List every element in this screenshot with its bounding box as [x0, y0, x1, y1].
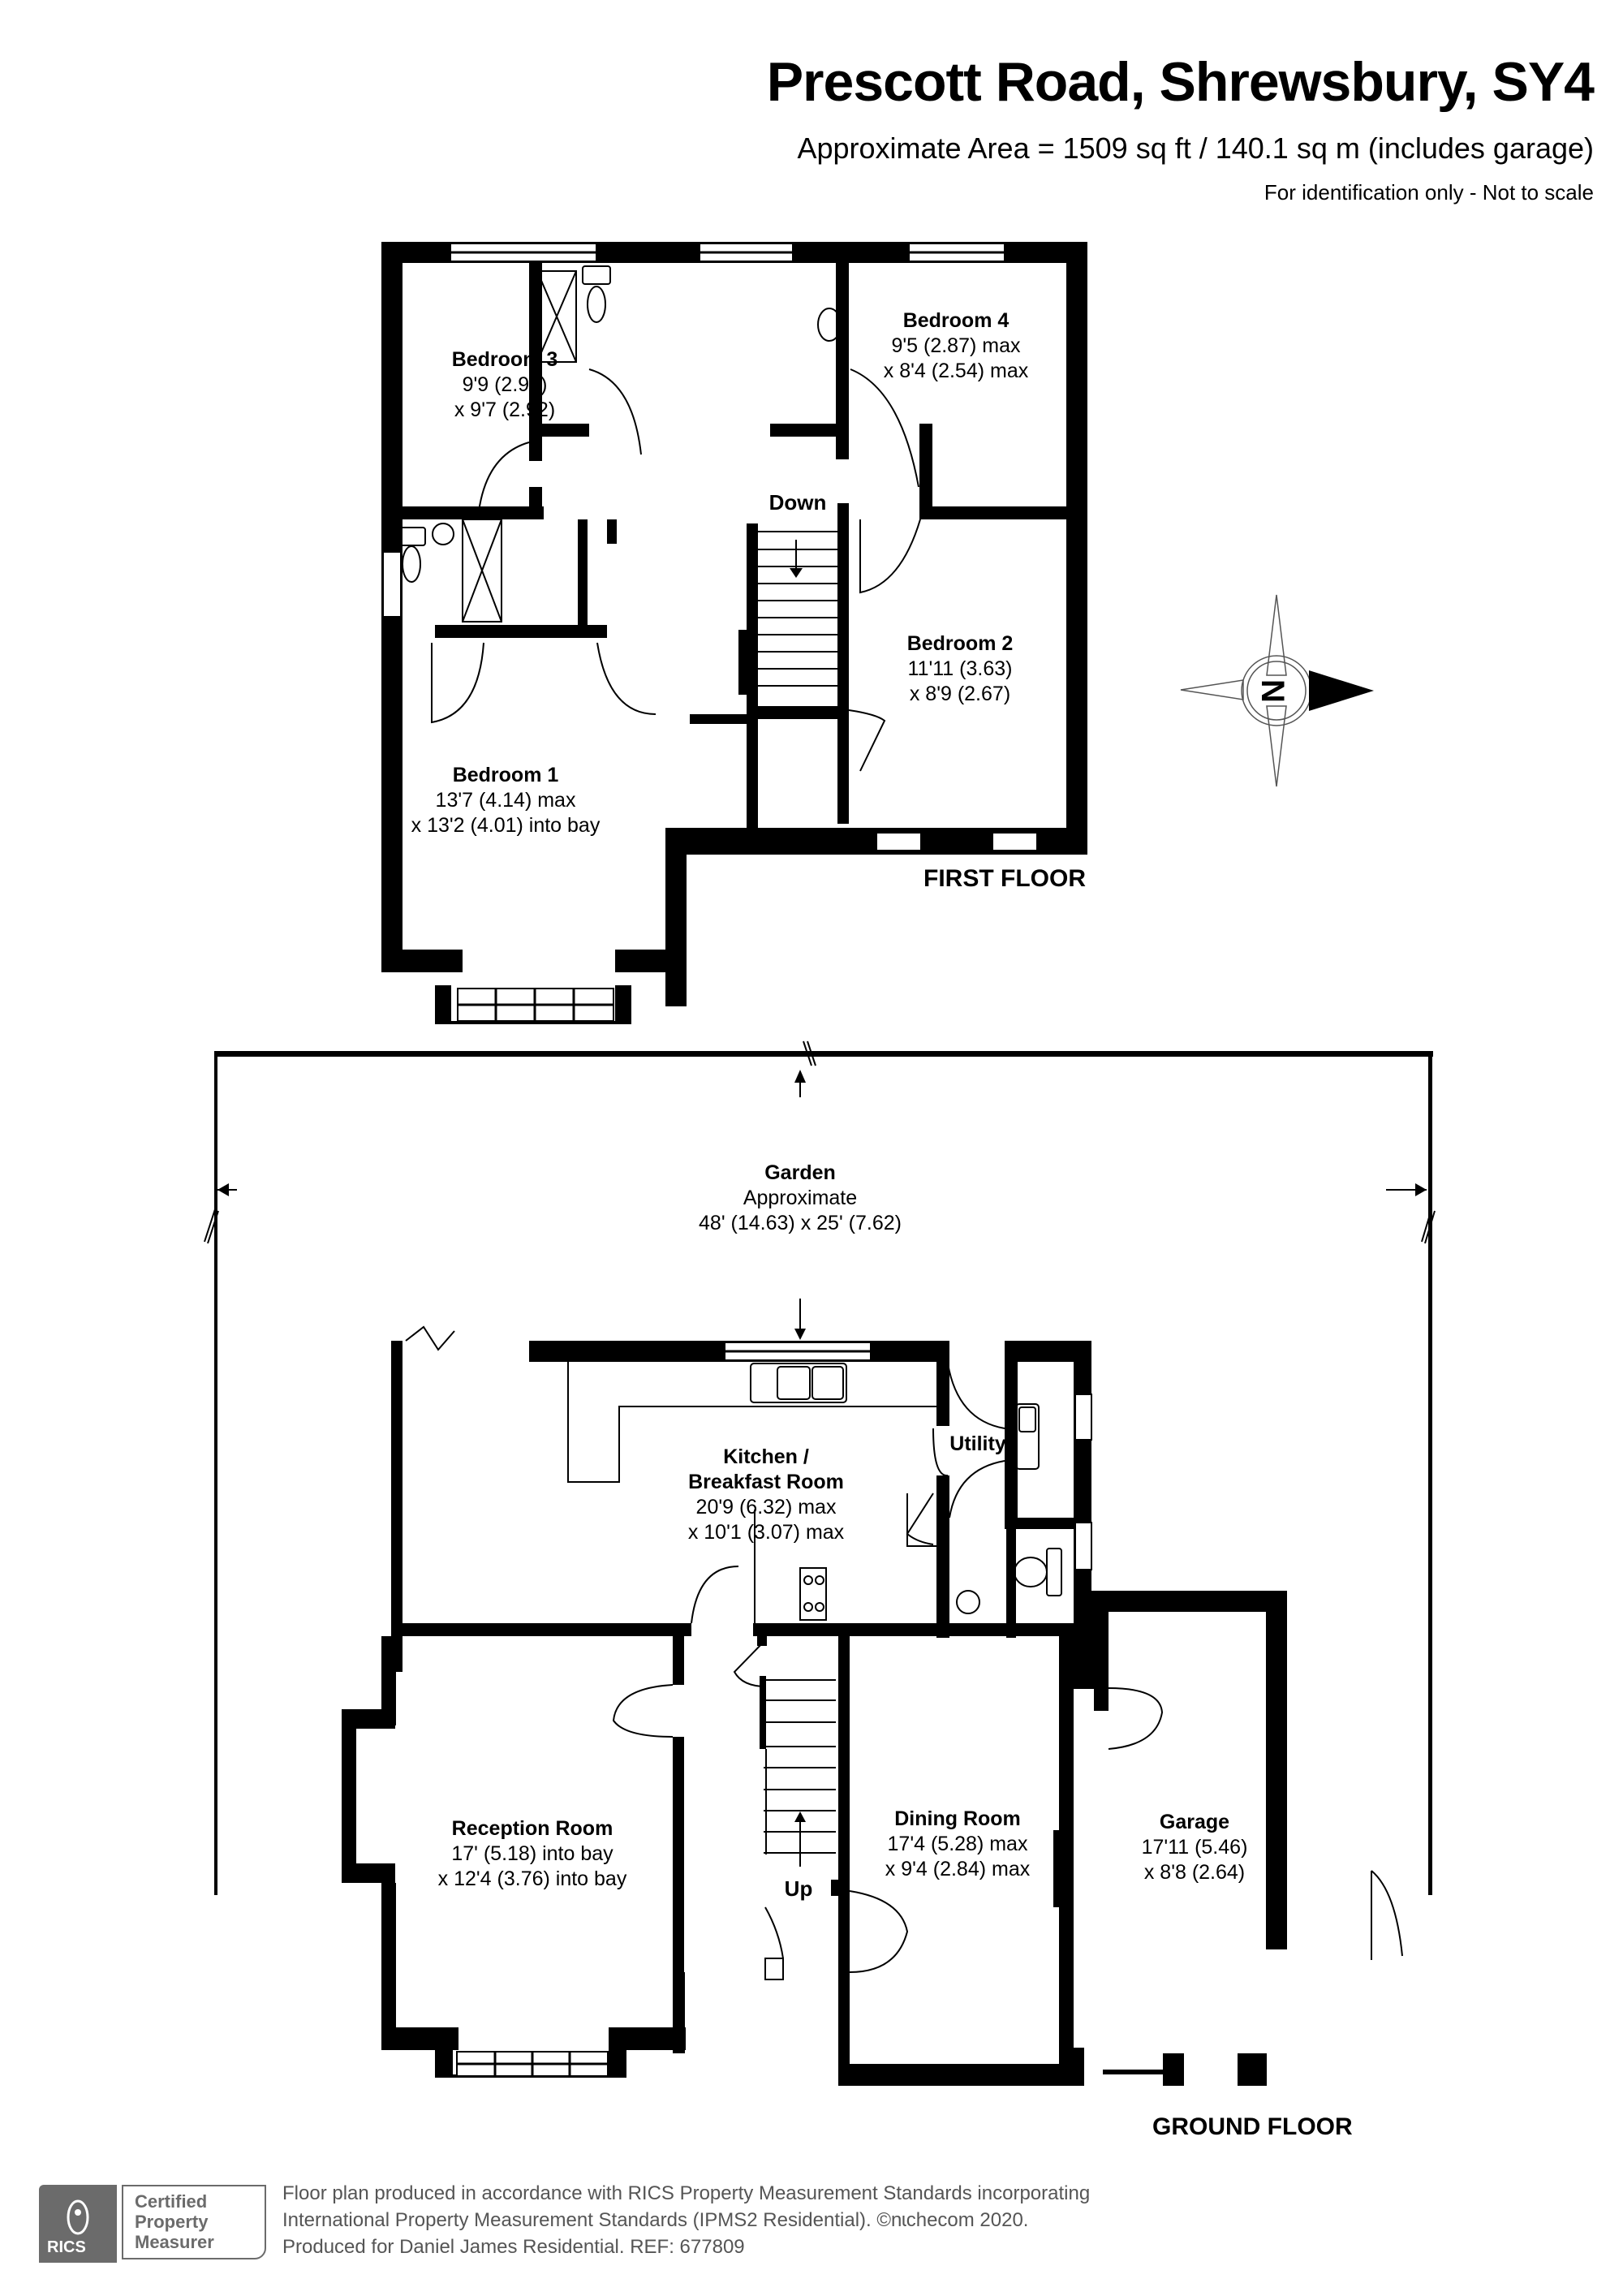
room-dining: Dining Room 17'4 (5.28) max x 9'4 (2.84)…: [885, 1807, 1030, 1882]
footer-line-2: International Property Measurement Stand…: [282, 2209, 1029, 2231]
room-dimension: x 9'4 (2.84) max: [885, 1858, 1031, 1880]
rics-logo: RICS: [39, 2185, 117, 2263]
garden-approx: Approximate: [743, 1187, 858, 1209]
footer-line-3: Produced for Daniel James Residential. R…: [282, 2236, 745, 2258]
room-dimension: x 8'4 (2.54) max: [883, 360, 1029, 382]
room-dimension: 9'9 (2.97): [462, 373, 548, 396]
garden-width-arrow-left-icon: [217, 1183, 229, 1196]
down-arrow-icon: [790, 568, 803, 578]
room-dimension: 17'11 (5.46): [1141, 1836, 1248, 1859]
room-bedroom-1: Bedroom 1 13'7 (4.14) max x 13'2 (4.01) …: [411, 763, 601, 838]
garden-to-house-arrow-icon: [794, 1329, 806, 1340]
room-garage: Garage 17'11 (5.46) x 8'8 (2.64): [1142, 1810, 1248, 1885]
room-reception: Reception Room 17' (5.18) into bay x 12'…: [438, 1816, 627, 1892]
ground-floor-stairs: [764, 1679, 836, 1867]
room-dimension: x 10'1 (3.07) max: [687, 1521, 845, 1544]
room-dimension: x 13'2 (4.01) into bay: [411, 814, 601, 837]
rics-brand: RICS: [47, 2238, 86, 2256]
stairs-up-label: Up: [784, 1876, 813, 1901]
rics-lion-icon: [67, 2199, 89, 2235]
badge-line-3: Measurer: [135, 2232, 214, 2252]
room-dimension: 9'5 (2.87) max: [891, 334, 1021, 357]
garden-area: Garden Approximate 48' (14.63) x 25' (7.…: [699, 1161, 902, 1236]
compass-north-letter: N: [1254, 679, 1290, 703]
footer-credits: Floor plan produced in accordance with R…: [282, 2180, 1090, 2260]
room-name: Bedroom 2: [906, 632, 1014, 655]
room-name: Reception Room: [451, 1817, 613, 1840]
stairs-down-label: Down: [768, 490, 827, 515]
disclaimer: For identification only - Not to scale: [1264, 180, 1594, 205]
up-arrow-icon: [794, 1811, 806, 1822]
first-floor-fixtures: [397, 265, 842, 622]
garden-name: Garden: [764, 1161, 836, 1184]
room-utility: Utility: [949, 1432, 1005, 1457]
room-name: Garage: [1159, 1811, 1230, 1833]
room-dimension: 11'11 (3.63): [907, 657, 1013, 680]
garden-dimension: 48' (14.63) x 25' (7.62): [699, 1212, 902, 1234]
first-floor-stairs: [758, 531, 837, 687]
room-dimension: 20'9 (6.32) max: [695, 1496, 837, 1518]
compass-rose-icon: [1180, 594, 1312, 787]
ground-floor-doors: [405, 1325, 1403, 1973]
room-name: Dining Room: [894, 1807, 1021, 1830]
certified-property-measurer: Certified Property Measurer: [122, 2185, 266, 2259]
room-name: Kitchen /: [723, 1445, 809, 1468]
first-floor-label: FIRST FLOOR: [923, 865, 1086, 892]
badge-line-2: Property: [135, 2212, 209, 2232]
room-dimension: x 12'4 (3.76) into bay: [437, 1867, 627, 1890]
garden-boundary: [214, 1051, 1433, 1895]
room-bedroom-3: Bedroom 3 9'9 (2.97) x 9'7 (2.92): [452, 347, 558, 423]
room-name-line2: Breakfast Room: [688, 1471, 844, 1493]
room-dimension: 17' (5.18) into bay: [451, 1842, 613, 1865]
rics-certified-badge: RICS Certified Property Measurer: [39, 2185, 269, 2264]
room-dimension: 17'4 (5.28) max: [887, 1833, 1028, 1855]
room-dimension: x 8'9 (2.67): [909, 683, 1011, 705]
room-dimension: 13'7 (4.14) max: [435, 789, 576, 812]
room-name: Utility: [949, 1432, 1006, 1455]
property-title: Prescott Road, Shrewsbury, SY4: [766, 51, 1595, 113]
room-dimension: x 9'7 (2.92): [454, 398, 556, 421]
room-name: Bedroom 3: [451, 348, 558, 371]
garden-depth-arrow-icon: [794, 1070, 806, 1083]
room-bedroom-2: Bedroom 2 11'11 (3.63) x 8'9 (2.67): [907, 631, 1014, 707]
approximate-area: Approximate Area = 1509 sq ft / 140.1 sq…: [797, 131, 1594, 165]
ground-floor-label: GROUND FLOOR: [1152, 2113, 1353, 2140]
room-name: Bedroom 4: [902, 309, 1010, 332]
room-kitchen-breakfast: Kitchen / Breakfast Room 20'9 (6.32) max…: [688, 1445, 844, 1545]
garden-width-arrow-right-icon: [1415, 1183, 1427, 1196]
room-dimension: x 8'8 (2.64): [1143, 1861, 1246, 1884]
ground-floor-fixtures: [567, 1360, 1062, 1623]
room-bedroom-4: Bedroom 4 9'5 (2.87) max x 8'4 (2.54) ma…: [884, 308, 1028, 384]
first-floor-doors: [431, 368, 921, 772]
footer-line-1: Floor plan produced in accordance with R…: [282, 2182, 1091, 2204]
room-name: Bedroom 1: [452, 764, 559, 786]
badge-line-1: Certified: [135, 2191, 208, 2212]
compass-north-pointer-icon: [1309, 670, 1374, 711]
